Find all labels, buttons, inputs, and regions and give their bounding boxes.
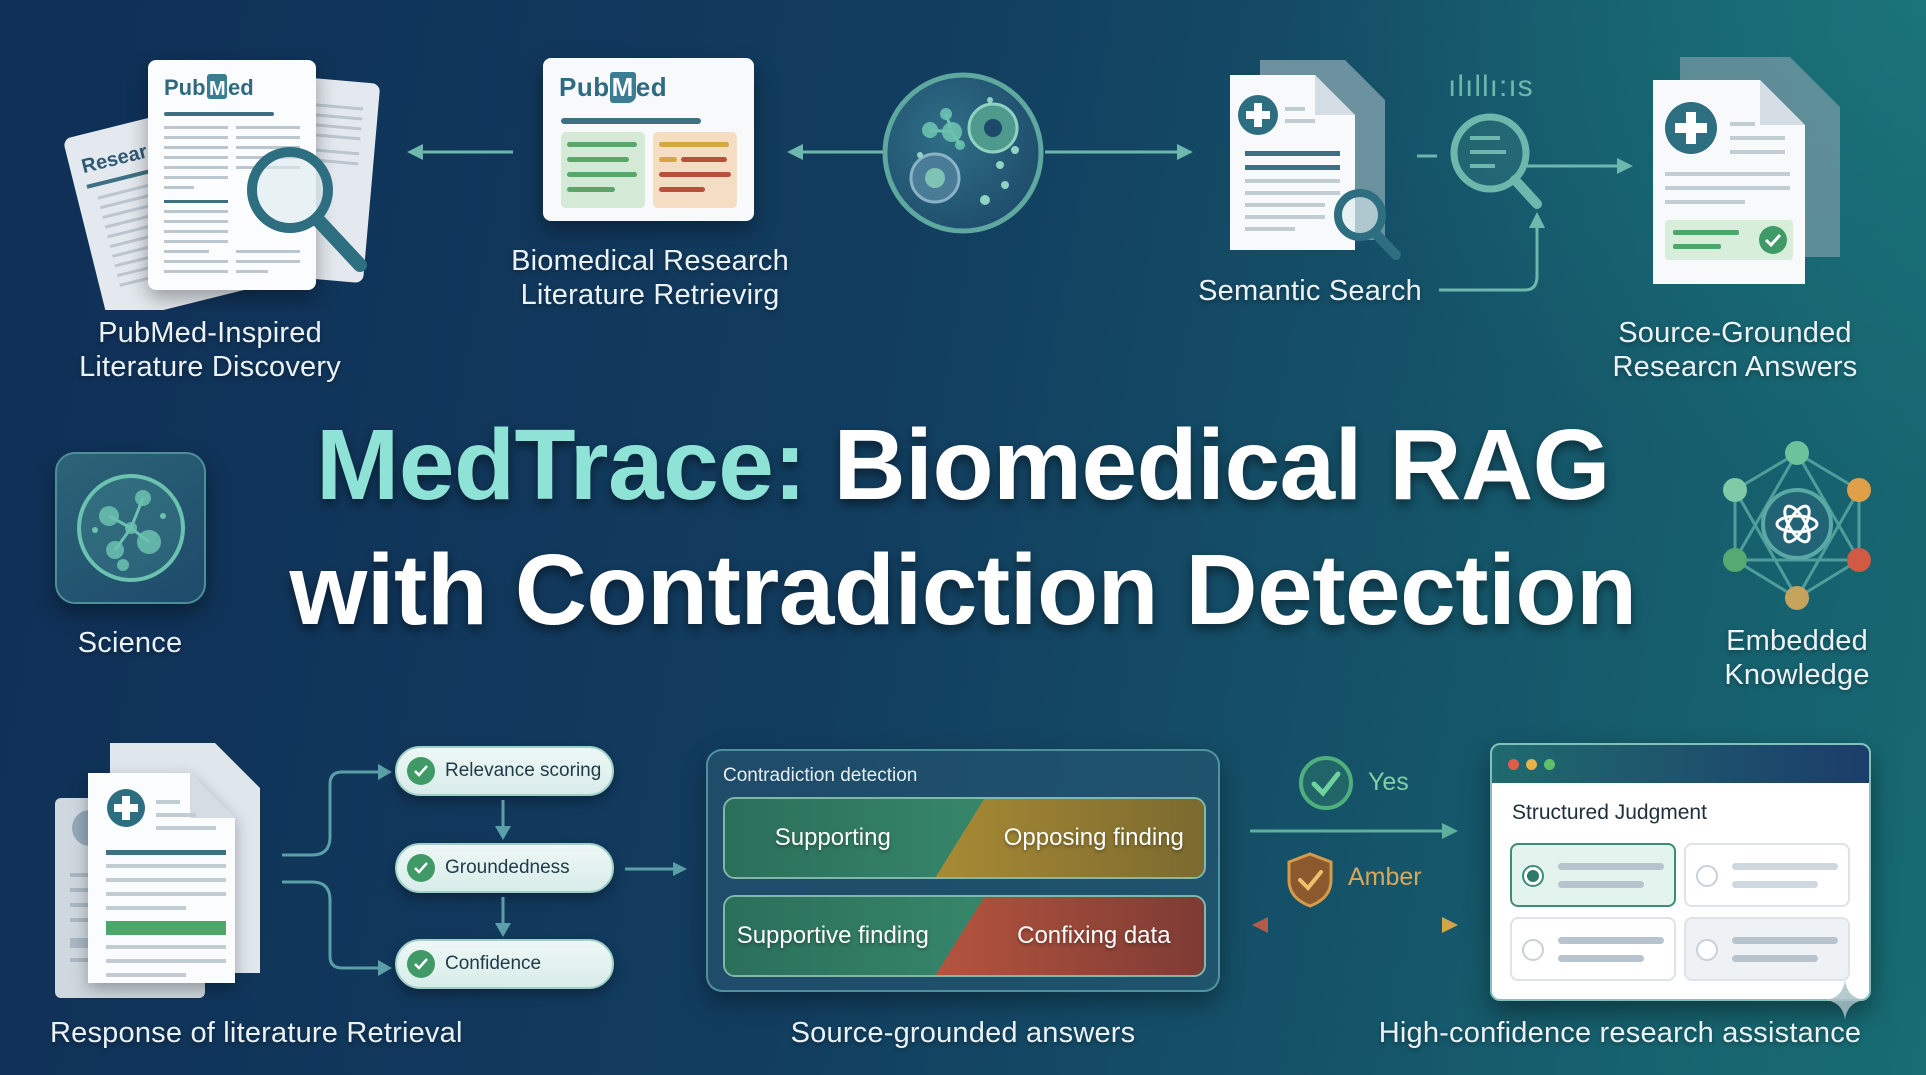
yes-check-circle-icon bbox=[1299, 756, 1353, 810]
literature-retrieving-label: Biomedical Research Literature Retrievir… bbox=[470, 244, 830, 312]
page-title-line2: with Contradiction Detection bbox=[289, 534, 1637, 646]
literature-retrieval-response-label: Response of literature Retrieval bbox=[50, 1017, 463, 1049]
conflicting-data-label: Confixing data bbox=[1017, 922, 1171, 949]
judgment-option-2[interactable] bbox=[1684, 843, 1850, 907]
label-line-1: Embedded bbox=[1726, 625, 1868, 657]
petri-dish-cells-icon bbox=[882, 72, 1044, 234]
literature-discovery-label: PubMed-Inspired Literature Discovery bbox=[40, 316, 380, 384]
minimize-dot-icon[interactable] bbox=[1526, 759, 1537, 770]
embedded-knowledge-graph-icon bbox=[1723, 441, 1871, 610]
amber-label: Amber bbox=[1348, 863, 1422, 891]
label-line-2: Knowledge bbox=[1724, 659, 1870, 691]
semantic-search-label: Semantic Search bbox=[1180, 274, 1440, 308]
judgment-title: Structured Judgment bbox=[1512, 801, 1707, 824]
arrow-down-icon bbox=[495, 800, 511, 840]
label-line-1: Semantic Search bbox=[1198, 275, 1422, 307]
embedded-knowledge-label: Embedded Knowledge bbox=[1697, 624, 1897, 692]
arrow-right-icon bbox=[625, 862, 687, 876]
pubmed-card-icon: PubMed bbox=[543, 58, 754, 221]
svg-text:Pub: Pub bbox=[164, 75, 206, 100]
signal-text: ılıllı:ıs bbox=[1448, 70, 1534, 103]
judgment-option-1[interactable] bbox=[1510, 843, 1676, 907]
medical-document-search-icon bbox=[1230, 60, 1401, 260]
arrow-down-icon bbox=[495, 897, 511, 937]
arrow-left-icon bbox=[787, 144, 885, 160]
arrow-right-icon bbox=[1250, 823, 1458, 839]
structured-judgment-window: Structured Judgment bbox=[1490, 743, 1871, 1001]
window-titlebar bbox=[1492, 745, 1869, 783]
semantic-magnifier-icon bbox=[1417, 113, 1633, 292]
yes-label: Yes bbox=[1368, 768, 1409, 796]
check-icon bbox=[407, 757, 435, 785]
page-title: MedTrace: Biomedical RAG bbox=[0, 405, 1926, 525]
medical-document-check-icon bbox=[1653, 57, 1840, 284]
judgment-option-4[interactable] bbox=[1684, 917, 1850, 981]
label-line-2: Researcn Answers bbox=[1612, 351, 1858, 383]
check-relevance-scoring: Relevance scoring bbox=[395, 746, 614, 796]
svg-text:ed: ed bbox=[228, 75, 254, 100]
opposing-label: Opposing finding bbox=[1003, 824, 1184, 851]
radio-selected-icon[interactable] bbox=[1522, 865, 1544, 887]
pubmed-documents-magnifier-icon: Resear Pub M ed bbox=[64, 60, 380, 310]
close-dot-icon[interactable] bbox=[1508, 759, 1519, 770]
source-grounded-answers-bottom-label: Source-grounded answers bbox=[790, 1017, 1136, 1049]
check-confidence: Confidence bbox=[395, 939, 614, 989]
branch-connector-icon bbox=[282, 764, 392, 976]
science-tile bbox=[55, 452, 206, 604]
title-line1-rest: Biomedical RAG bbox=[806, 409, 1610, 521]
label-line-1: Biomedical Research bbox=[511, 245, 789, 277]
pubmed-brand-m: M bbox=[609, 72, 636, 103]
check-icon bbox=[407, 854, 435, 882]
label-line-2: Literature Retrievirg bbox=[520, 279, 780, 311]
arrow-left-icon bbox=[407, 144, 513, 160]
source-grounded-answers-label: Source-Grounded Researcn Answers bbox=[1570, 316, 1900, 384]
label-line-1: Source-Grounded bbox=[1618, 317, 1852, 349]
check-label: Groundedness bbox=[445, 857, 570, 878]
contradiction-row: Supporting Opposing finding bbox=[723, 797, 1206, 879]
contradiction-row: Supportive finding Confixing data bbox=[723, 895, 1206, 977]
literature-discovery-node: Resear Pub M ed bbox=[60, 50, 390, 310]
medical-document-stack-icon bbox=[55, 743, 260, 998]
amber-shield-icon bbox=[1287, 852, 1333, 908]
radio-icon[interactable] bbox=[1522, 939, 1544, 961]
radio-icon[interactable] bbox=[1696, 939, 1718, 961]
check-icon bbox=[407, 950, 435, 978]
pubmed-brand-ed: ed bbox=[635, 72, 668, 102]
science-molecule-icon bbox=[77, 474, 185, 582]
pubmed-brand-pub: Pub bbox=[559, 72, 610, 102]
sparkle-icon bbox=[1825, 980, 1865, 1020]
arrow-right-icon bbox=[1045, 144, 1193, 160]
label-line-1: PubMed-Inspired bbox=[98, 317, 322, 349]
contradiction-detection-panel: Contradiction detection Supporting Oppos… bbox=[706, 749, 1220, 992]
supportive-finding-label: Supportive finding bbox=[736, 922, 929, 949]
bidirectional-arrow-icon bbox=[1252, 917, 1458, 933]
supporting-label: Supporting bbox=[774, 824, 891, 851]
judgment-option-3[interactable] bbox=[1510, 917, 1676, 981]
high-confidence-label: High-confidence research assistance bbox=[1378, 1017, 1862, 1049]
radio-icon[interactable] bbox=[1696, 865, 1718, 887]
title-accent: MedTrace: bbox=[316, 409, 807, 521]
check-label: Relevance scoring bbox=[445, 760, 602, 781]
check-groundedness: Groundedness bbox=[395, 843, 614, 893]
maximize-dot-icon[interactable] bbox=[1544, 759, 1555, 770]
check-label: Confidence bbox=[445, 953, 542, 974]
contradiction-title: Contradiction detection bbox=[723, 765, 918, 786]
label-line-2: Literature Discovery bbox=[79, 351, 341, 383]
science-label: Science bbox=[77, 627, 183, 659]
svg-text:M: M bbox=[209, 78, 226, 100]
